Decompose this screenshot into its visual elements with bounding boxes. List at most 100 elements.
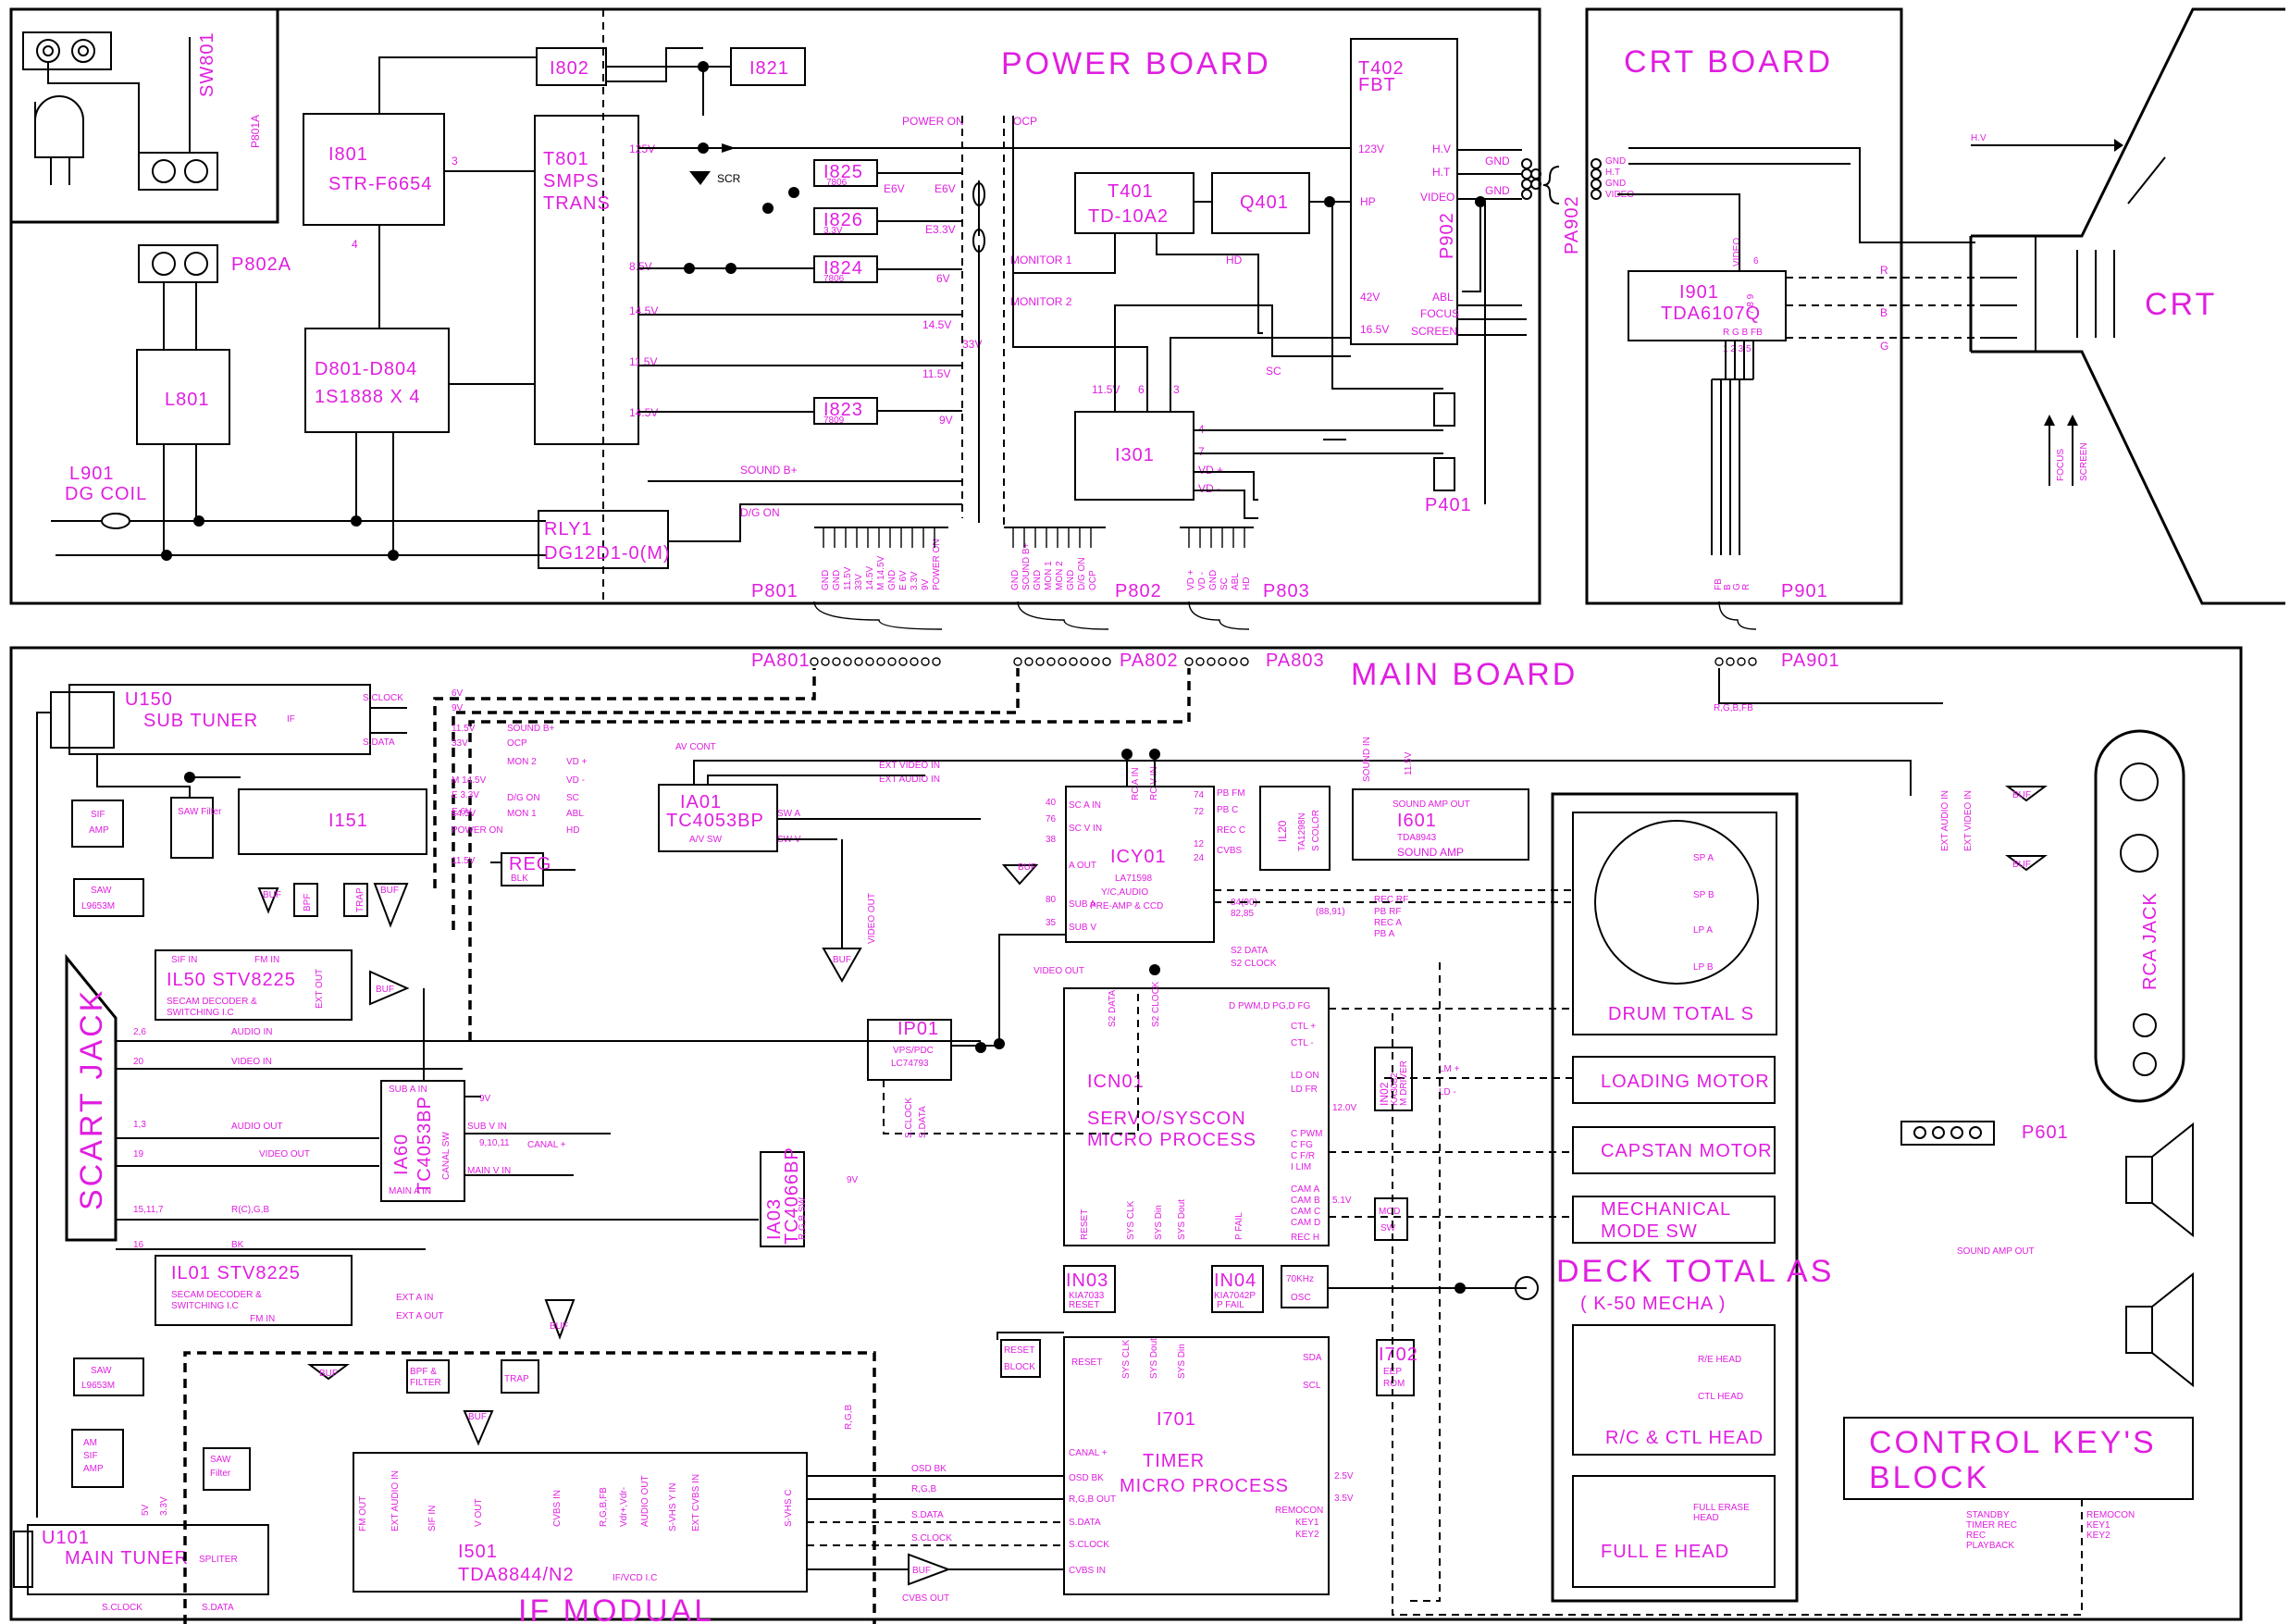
svg-text:IN04: IN04 <box>1214 1271 1256 1291</box>
svg-text:MONITOR 2: MONITOR 2 <box>1010 295 1072 308</box>
svg-text:FM IN: FM IN <box>250 1314 275 1324</box>
svg-text:S2 CLOCK: S2 CLOCK <box>1151 981 1161 1027</box>
svg-text:IF MODUAL: IF MODUAL <box>518 1593 714 1624</box>
svg-text:C PWM: C PWM <box>1291 1129 1322 1139</box>
svg-text:EXT OUT: EXT OUT <box>315 969 325 1009</box>
svg-text:RESET: RESET <box>1071 1357 1102 1368</box>
svg-text:BUF: BUF <box>550 1321 568 1332</box>
svg-text:BLOCK: BLOCK <box>1004 1362 1035 1372</box>
svg-text:E 3.3V: E 3.3V <box>452 790 479 800</box>
svg-text:SWITCHING I.C: SWITCHING I.C <box>167 1008 234 1018</box>
svg-text:B: B <box>1723 584 1733 590</box>
svg-text:LA71598: LA71598 <box>1115 874 1152 884</box>
svg-text:1,3: 1,3 <box>133 1120 146 1130</box>
svg-text:9V: 9V <box>921 578 931 590</box>
svg-text:AMP: AMP <box>89 825 109 836</box>
svg-text:MAIN A IN: MAIN A IN <box>389 1186 431 1196</box>
p401-label: P401 <box>1425 495 1472 515</box>
svg-text:T801: T801 <box>543 149 589 169</box>
svg-text:OCP: OCP <box>1088 570 1098 590</box>
svg-text:MAIN BOARD: MAIN BOARD <box>1351 657 1578 692</box>
svg-text:ROM: ROM <box>1383 1379 1405 1389</box>
svg-text:SMPS: SMPS <box>543 171 600 192</box>
svg-text:A OUT: A OUT <box>1069 861 1096 871</box>
svg-text:SERVO/SYSCON: SERVO/SYSCON <box>1087 1109 1246 1129</box>
svg-text:CAM A: CAM A <box>1291 1184 1319 1195</box>
svg-text:POWER ON: POWER ON <box>452 825 503 836</box>
svg-text:D/G ON: D/G ON <box>1077 557 1087 590</box>
svg-text:S.CLOCK: S.CLOCK <box>1069 1540 1109 1550</box>
svg-text:MON 1: MON 1 <box>507 809 537 819</box>
svg-text:RESET: RESET <box>1080 1209 1090 1240</box>
svg-text:POWER ON: POWER ON <box>932 539 942 590</box>
svg-text:I601: I601 <box>1397 811 1437 831</box>
svg-text:CTL -: CTL - <box>1291 1038 1314 1048</box>
svg-text:SYS Dout: SYS Dout <box>1177 1199 1187 1240</box>
svg-text:19: 19 <box>133 1149 144 1159</box>
svg-text:S.DATA: S.DATA <box>911 1510 944 1520</box>
svg-text:REC C: REC C <box>1217 825 1245 836</box>
svg-text:H.V: H.V <box>1432 143 1451 155</box>
svg-text:I701: I701 <box>1157 1409 1196 1430</box>
svg-text:BUF: BUF <box>468 1412 487 1422</box>
svg-text:D801-D804: D801-D804 <box>315 359 417 379</box>
i802-label: I802 <box>550 58 589 79</box>
svg-text:R(C),G,B: R(C),G,B <box>231 1205 269 1215</box>
svg-text:EXT A IN: EXT A IN <box>396 1293 433 1303</box>
svg-text:SUB TUNER: SUB TUNER <box>143 711 258 731</box>
svg-text:2,6: 2,6 <box>133 1027 146 1037</box>
svg-text:3.3V: 3.3V <box>910 571 920 590</box>
svg-text:Filter: Filter <box>210 1469 231 1479</box>
svg-text:REMOCON: REMOCON <box>1275 1506 1323 1516</box>
svg-text:REC H: REC H <box>1291 1233 1319 1243</box>
svg-text:IA60: IA60 <box>391 1134 412 1175</box>
svg-text:82,85: 82,85 <box>1231 909 1254 919</box>
svg-text:VD -: VD - <box>1197 572 1207 590</box>
svg-text:VD -: VD - <box>1198 482 1220 495</box>
svg-text:SAW Filter: SAW Filter <box>178 807 222 817</box>
svg-text:AMP: AMP <box>83 1464 104 1474</box>
svg-text:PA801: PA801 <box>751 651 811 671</box>
p802a-label: P802A <box>231 254 291 275</box>
svg-text:FM OUT: FM OUT <box>358 1496 368 1531</box>
svg-text:7806: 7806 <box>826 178 848 188</box>
svg-text:HD: HD <box>1242 577 1252 590</box>
bus-lines <box>433 601 1943 1041</box>
p802-pins: P802 GND SOUND B+ GND MON 1 MON 2 GND D/… <box>1010 542 1161 601</box>
svg-text:CAM B: CAM B <box>1291 1196 1320 1206</box>
svg-text:16: 16 <box>133 1240 144 1250</box>
svg-text:D PWM,D PG,D FG: D PWM,D PG,D FG <box>1229 1001 1311 1011</box>
svg-text:EXT AUDIO IN: EXT AUDIO IN <box>390 1470 401 1531</box>
svg-text:9V: 9V <box>452 703 464 713</box>
svg-text:SECAM DECODER &: SECAM DECODER & <box>167 997 257 1007</box>
svg-text:TC4066BP: TC4066BP <box>782 1147 802 1245</box>
svg-text:VD -: VD - <box>566 775 585 786</box>
svg-text:POWER ON: POWER ON <box>902 115 964 128</box>
svg-text:BUF: BUF <box>912 1566 931 1576</box>
svg-text:2.5V: 2.5V <box>1334 1471 1354 1481</box>
svg-text:CAM D: CAM D <box>1291 1218 1320 1228</box>
svg-text:MAIN TUNER: MAIN TUNER <box>65 1548 189 1568</box>
svg-text:S.CLOCK: S.CLOCK <box>904 1097 914 1138</box>
p901-pins: FB B G R <box>1714 578 1752 590</box>
main-power-rails: 6V 9V 11.5V 33V M 14.5V E 3.3V E 6V 14.5… <box>452 688 588 866</box>
t402-block <box>1350 38 1458 345</box>
svg-text:TDA6107Q: TDA6107Q <box>1661 304 1761 324</box>
svg-text:12: 12 <box>1194 839 1205 849</box>
svg-text:RC A IN: RC A IN <box>1131 767 1141 800</box>
svg-text:SECAM DECODER &: SECAM DECODER & <box>171 1290 262 1300</box>
svg-text:SCL: SCL <box>1303 1381 1321 1391</box>
svg-text:CRT BOARD: CRT BOARD <box>1624 44 1833 80</box>
svg-text:TC4053BP: TC4053BP <box>415 1096 435 1194</box>
svg-text:SW: SW <box>1380 1223 1396 1233</box>
svg-text:KIA7033: KIA7033 <box>1069 1291 1105 1301</box>
svg-text:RESET: RESET <box>1004 1345 1034 1356</box>
svg-text:C FG: C FG <box>1291 1140 1313 1150</box>
svg-text:GND: GND <box>1033 570 1043 590</box>
svg-text:VIDEO: VIDEO <box>1732 238 1742 267</box>
svg-text:FBT: FBT <box>1358 75 1396 95</box>
svg-text:I301: I301 <box>1115 445 1155 465</box>
svg-text:GND: GND <box>1605 156 1626 167</box>
svg-text:S-VHS C: S-VHS C <box>784 1489 794 1527</box>
svg-text:SYS CLK: SYS CLK <box>1121 1339 1132 1379</box>
